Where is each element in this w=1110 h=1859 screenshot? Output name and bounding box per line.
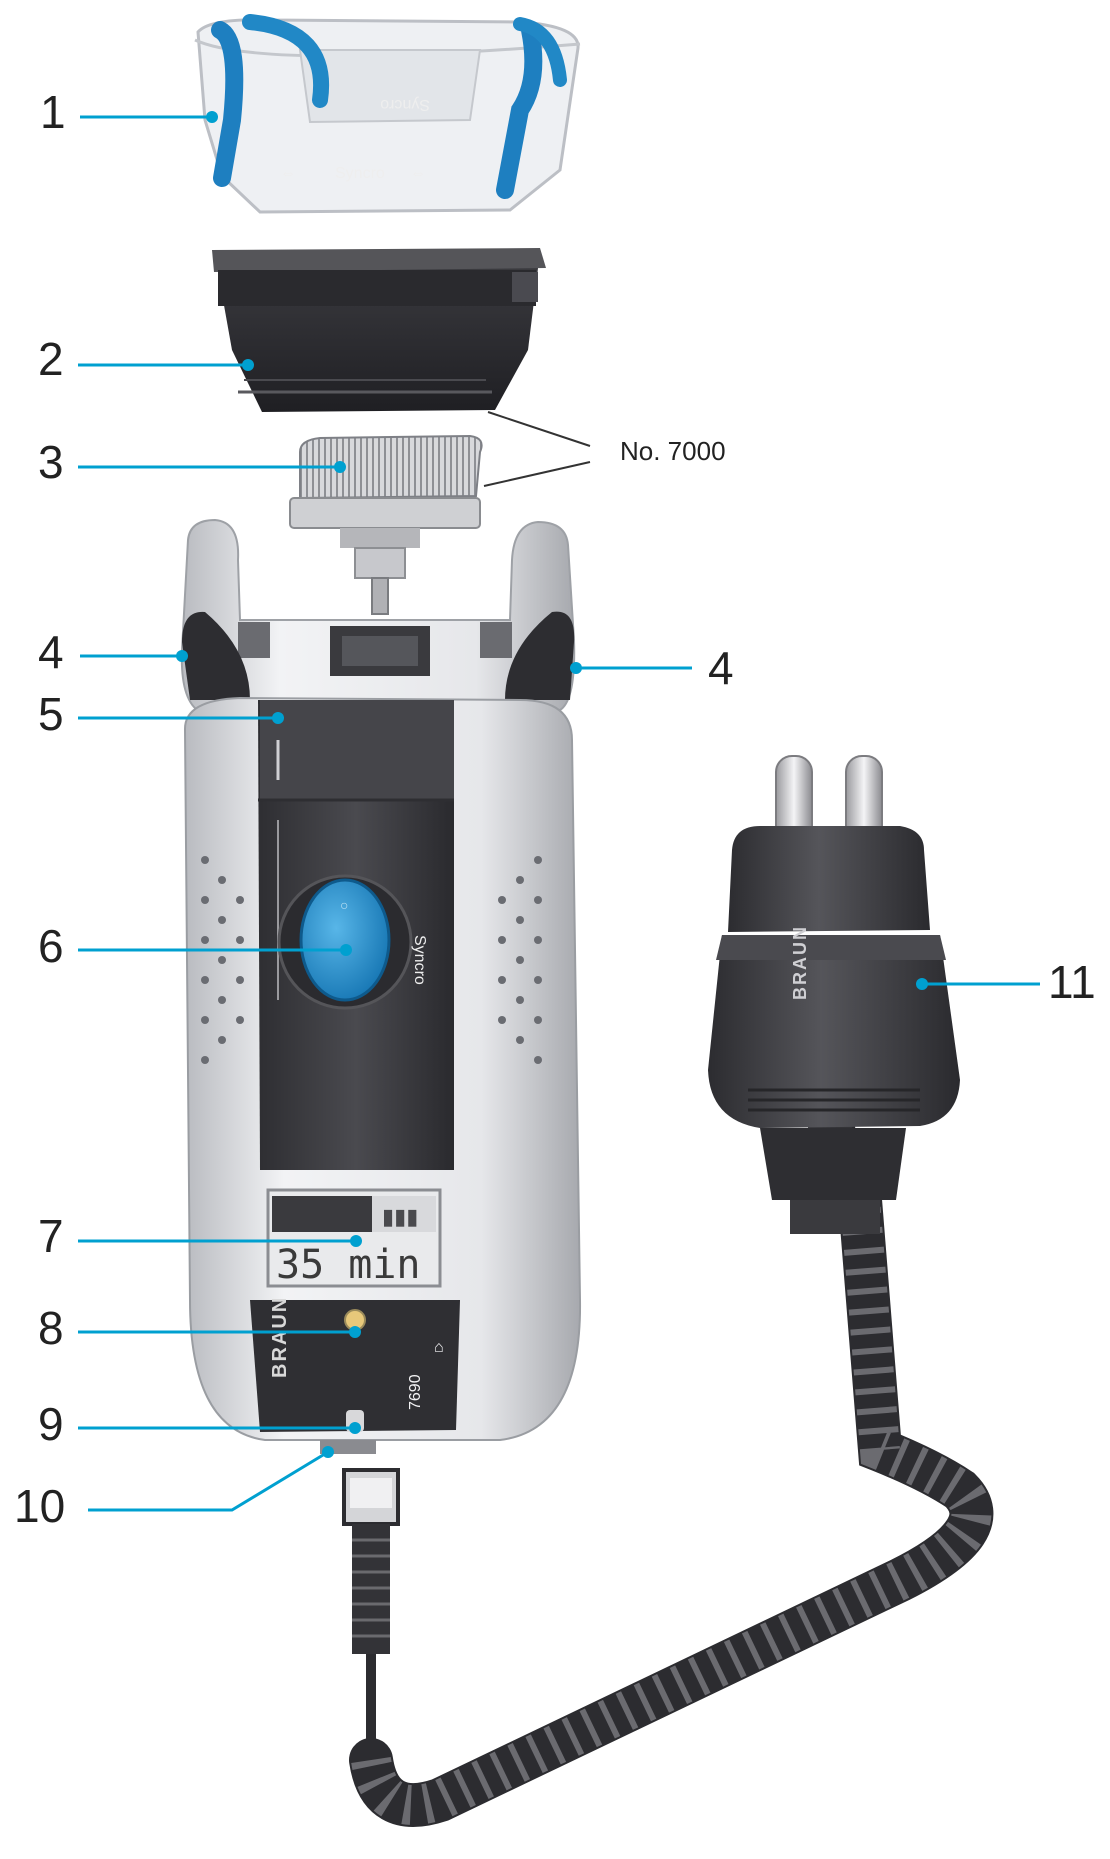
display-readout: 35 min [276,1242,421,1288]
callout-label: 9 [38,1398,64,1450]
callout-label: 5 [38,688,64,740]
model-number: 7690 [407,1374,424,1410]
arrow-left-icon: ⇔ [280,165,296,182]
arrow-right-icon: ⇔ [410,165,426,182]
cap-front-text: Syncro [335,165,385,182]
side-logo: Syncro [411,935,428,985]
callout-label: 6 [38,920,64,972]
model-leader-lines: No. 7000 [484,412,726,486]
shaver-icon: ○ Syncro ▮▮▮ 35 min 7690 ⌂ BRAUN [182,520,580,1454]
callout-label: 4 [38,626,64,678]
callout-label: 8 [38,1302,64,1354]
brand-front: BRAUN [269,1296,291,1378]
callout-label: 1 [40,86,66,138]
callout-label: 7 [38,1210,64,1262]
model-label: No. 7000 [620,436,726,466]
battery-icon: ▮▮▮ [382,1204,418,1229]
protective-cap: Syncro Syncro ⇔ ⇔ [195,20,580,212]
callout-10: 10 [14,1446,334,1532]
callout-label: 10 [14,1480,65,1532]
foil-frame [212,248,546,412]
callout-2: 2 [38,333,254,385]
cap-back-text: Syncro [380,96,430,113]
callout-label: 11 [1048,956,1096,1008]
callout-4-left: 4 [38,626,188,678]
plug-glyph-icon: ⌂ [434,1339,444,1356]
plug-icon: BRAUN [708,756,960,1234]
power-symbol-icon: ○ [340,897,348,913]
callout-1: 1 [40,86,218,138]
cutter-block [290,436,482,614]
callout-label: 2 [38,333,64,385]
brand-plug: BRAUN [790,925,810,1000]
callout-4-right: 4 [570,642,734,694]
callout-label: 4 [708,642,734,694]
callout-label: 3 [38,436,64,488]
